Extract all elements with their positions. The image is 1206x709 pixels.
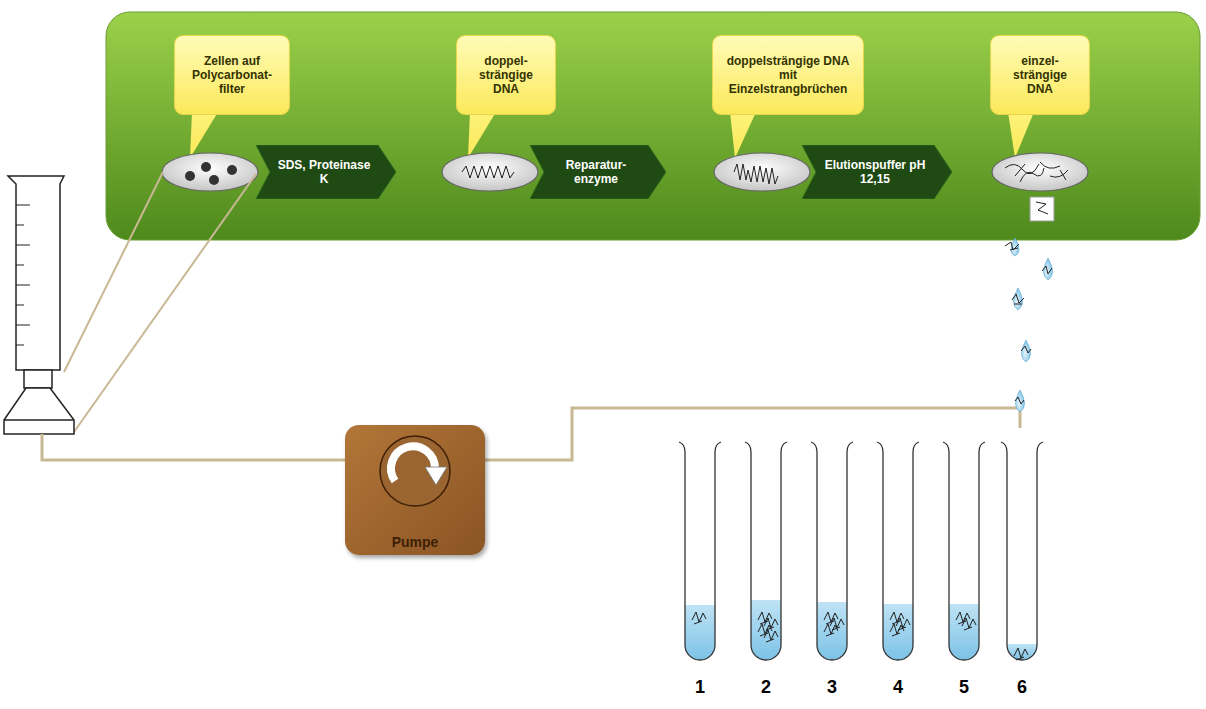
dna-fragment <box>1014 648 1028 660</box>
test-tube <box>1001 442 1043 660</box>
test-tube <box>745 442 787 660</box>
pump-rotor <box>380 436 450 506</box>
pump-arrow <box>391 446 435 481</box>
tube-number: 3 <box>817 677 847 698</box>
tube-number: 6 <box>1007 677 1037 698</box>
callout-box: einzel- strängige DNA <box>990 35 1090 115</box>
chevron-outline <box>530 145 666 199</box>
test-tube <box>943 442 985 660</box>
process-panel <box>106 12 1200 240</box>
pump-label: Pumpe <box>392 534 439 550</box>
callout-text: einzel- strängige DNA <box>999 54 1081 96</box>
dna-double <box>462 166 514 178</box>
dna-fragment <box>824 612 838 624</box>
pump-box: Pumpe <box>345 425 485 555</box>
dna-single <box>1005 162 1068 182</box>
dna-fragment <box>758 624 772 636</box>
process-arrow: SDS, Proteinase K <box>256 145 396 199</box>
liquid <box>883 604 913 660</box>
step-label: Reparatur- enzyme <box>548 158 644 186</box>
tube-number: 4 <box>883 677 913 698</box>
dna-fragments <box>1005 202 1052 404</box>
test-tube <box>811 442 853 660</box>
liquid <box>817 602 847 660</box>
dna-fragment <box>824 624 838 636</box>
dna-breaks <box>734 164 778 184</box>
filter-cylinder <box>4 176 74 434</box>
dna-fragment <box>890 624 904 636</box>
dna-fragment <box>956 612 970 624</box>
step-label: Elutionspuffer pH 12,15 <box>820 158 930 186</box>
process-arrow: Elutionspuffer pH 12,15 <box>802 145 952 199</box>
test-tube <box>877 442 919 660</box>
droplets <box>1011 200 1053 412</box>
chevron-outline <box>802 145 952 199</box>
callout-text: doppelsträngige DNA mit Einzelstrangbrüc… <box>721 54 855 96</box>
liquid <box>1007 644 1037 660</box>
tubing <box>42 408 1020 460</box>
tube-number: 5 <box>949 677 979 698</box>
liquid <box>685 605 715 660</box>
cells <box>185 162 237 185</box>
callout-box: Zellen auf Polycarbonat- filter <box>174 35 290 115</box>
liquid <box>949 604 979 660</box>
callout-box: doppelsträngige DNA mit Einzelstrangbrüc… <box>712 35 864 115</box>
pump-arrowhead <box>425 467 447 485</box>
callout-text: doppel- strängige DNA <box>465 54 547 96</box>
graduation <box>16 205 30 345</box>
chevron-outline <box>256 145 396 199</box>
step-label: SDS, Proteinase K <box>274 158 374 186</box>
liquid <box>751 600 781 660</box>
dna-fragment <box>764 630 778 642</box>
tube-number: 1 <box>685 677 715 698</box>
tube-number: 2 <box>751 677 781 698</box>
dna-fragment <box>758 612 772 624</box>
callout-box: doppel- strängige DNA <box>456 35 556 115</box>
dna-fragment <box>692 612 706 624</box>
test-tube <box>679 442 721 660</box>
dna-fragment-box <box>1030 197 1054 221</box>
leader-lines <box>64 172 256 432</box>
dna-fragment <box>890 612 904 624</box>
callout-text: Zellen auf Polycarbonat- filter <box>183 54 281 96</box>
process-arrow: Reparatur- enzyme <box>530 145 666 199</box>
dna-fragment <box>962 618 976 630</box>
test-tubes <box>679 442 1043 660</box>
